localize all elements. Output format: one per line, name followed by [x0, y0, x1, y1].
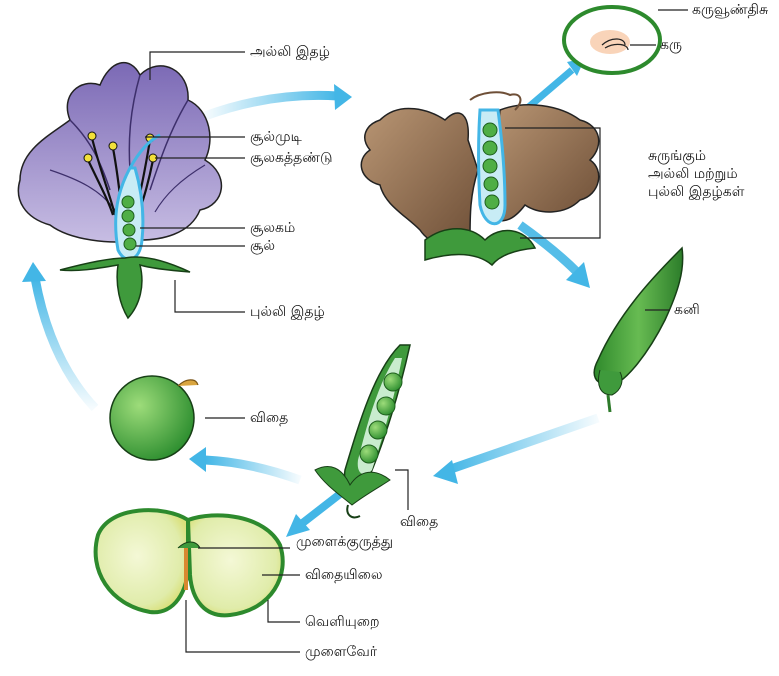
label-cotyledon: விதையிலை [305, 567, 383, 583]
flower-illustration [18, 63, 221, 318]
cycle-arrow-seed-to-flower [22, 262, 95, 408]
cycle-arrow-pod-to-seed [189, 447, 300, 480]
label-seed-pod: விதை [400, 514, 438, 530]
label-style: சூலகத்தண்டு [250, 150, 333, 166]
label-shrivel-line1: சுருங்கும் [648, 148, 706, 164]
cycle-arrow-wilted-to-fruit [520, 225, 590, 288]
open-pod-illustration [315, 345, 410, 517]
label-embryo: கரு [660, 37, 682, 53]
label-stigma: சூல்முடி [250, 129, 302, 145]
label-shrivel-line3: புல்லி இதழ்கள் [648, 184, 744, 200]
label-seed-left: விதை [250, 410, 288, 426]
label-ovary: சூலகம் [250, 220, 295, 236]
label-shrivel-line2: அல்லி மற்றும் [648, 166, 738, 182]
label-endosperm: கருவூண்திசு [692, 2, 768, 18]
label-plumule: முளைக்குருத்து [296, 534, 393, 550]
label-petal: அல்லி இதழ் [250, 44, 330, 60]
label-seed-coat: வெளியுறை [305, 614, 380, 630]
fruit-pod-illustration [594, 248, 682, 412]
wilted-flower-illustration [361, 92, 598, 265]
seed-illustration [110, 376, 198, 460]
label-ovule: சூல் [250, 238, 275, 254]
label-sepal: புல்லி இதழ் [250, 304, 325, 320]
cycle-arrow-flower-to-wilted [205, 84, 352, 116]
ovule-detail [564, 7, 660, 73]
label-fruit: கனி [674, 302, 700, 318]
cycle-arrow-fruit-to-pod [433, 418, 598, 484]
label-radicle: முளைவேர் [305, 644, 377, 660]
germinating-seed-illustration [96, 510, 283, 615]
